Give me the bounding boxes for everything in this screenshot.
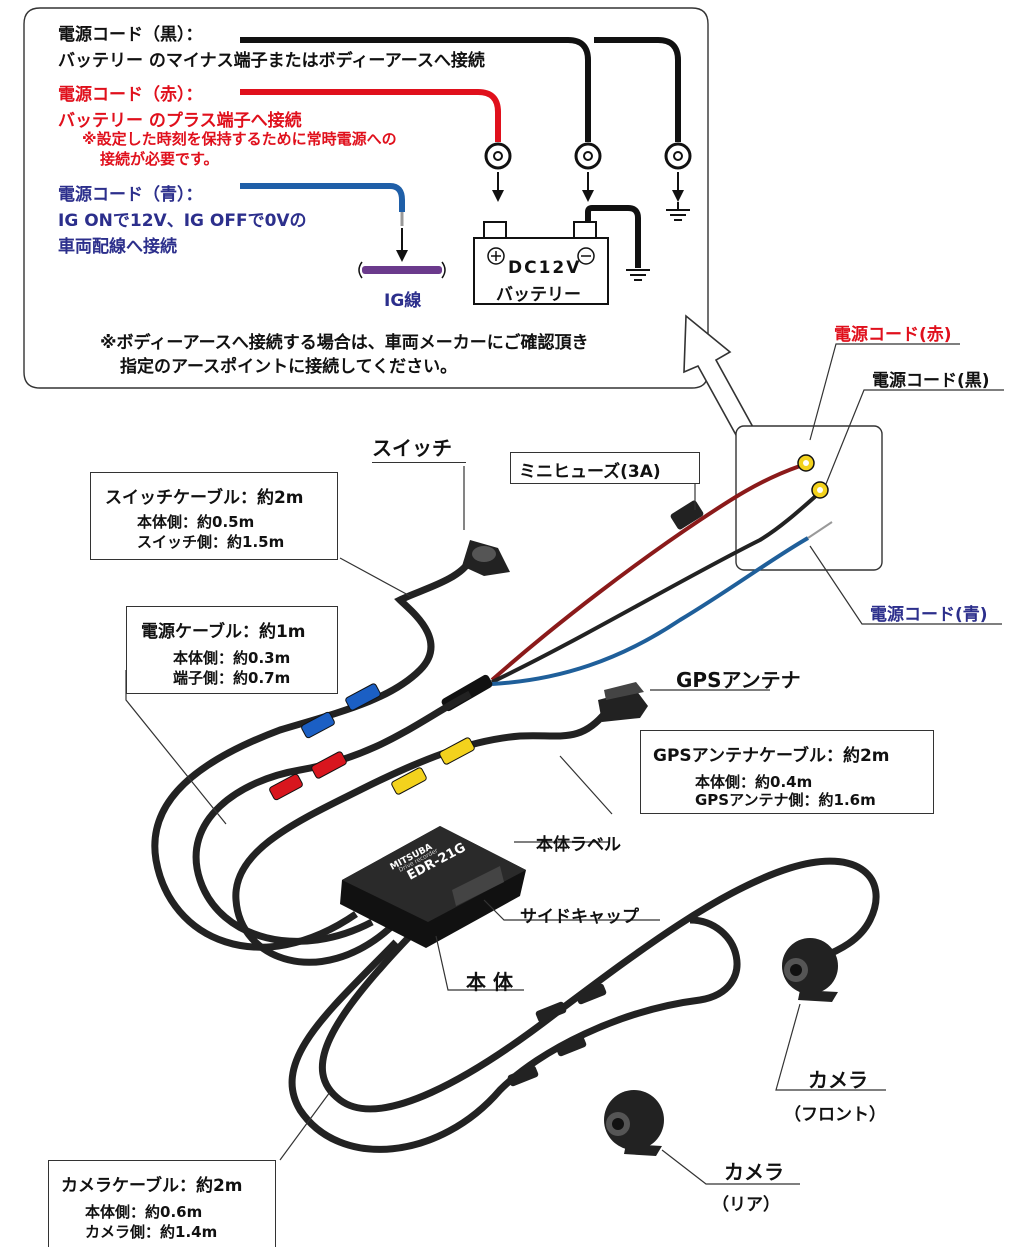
label-switch: スイッチ (372, 436, 452, 460)
label-camera-front: カメラ (808, 1068, 868, 1092)
battery-label: バッテリー (496, 285, 581, 305)
gps-cable-spec-box: GPSアンテナケーブル：約2m 本体側：約0.4m GPSアンテナ側：約1.6m (640, 730, 934, 814)
label-power-cord-blue: 電源コード(青) (870, 605, 988, 625)
connector-black-4 (507, 1065, 539, 1087)
connector-red-2 (311, 751, 347, 779)
ground-symbol-1 (666, 202, 690, 221)
gps-cable (232, 709, 609, 966)
leader-camera-cable (279, 1091, 331, 1161)
camera-front-device (782, 938, 838, 1002)
power-cable-line1: 本体側：約0.3m (173, 649, 291, 667)
power-cable (192, 690, 472, 945)
leader-blue (809, 545, 1002, 625)
connector-blue-1 (301, 711, 335, 739)
leader-black (825, 389, 1004, 485)
ring-terminal-red (484, 142, 512, 170)
wire-ring-black (811, 481, 829, 499)
switch-cable-spec-box: スイッチケーブル：約2m 本体側：約0.5m スイッチ側：約1.5m (90, 472, 338, 560)
camera-cable-line2: カメラ側：約1.4m (85, 1223, 218, 1241)
switch-device (462, 540, 510, 576)
camera-cable-line1: 本体側：約0.6m (85, 1203, 203, 1221)
black-cord-branch (594, 37, 681, 142)
black-cord-title: 電源コード（黒）： (58, 25, 203, 45)
label-main-unit: 本 体 (466, 970, 513, 994)
label-camera-front-sub: （フロント） (784, 1105, 886, 1125)
connector-yellow-1 (391, 767, 427, 795)
gps-cable-line2: GPSアンテナ側：約1.6m (695, 791, 876, 809)
label-camera-rear: カメラ (724, 1160, 784, 1184)
camera-cable-spec-box: カメラケーブル：約2m 本体側：約0.6m カメラ側：約1.4m (48, 1160, 276, 1247)
connector-yellow-2 (439, 737, 475, 765)
label-mini-fuse: ミニヒューズ(3A) (519, 462, 661, 482)
body-earth-note-2: 指定のアースポイントに接続してください。 (120, 357, 458, 377)
body-earth-note-1: ※ボディーアースへ接続する場合は、車両メーカーにご確認頂き (100, 333, 589, 353)
label-power-cord-black: 電源コード(黒) (872, 371, 990, 391)
leader-red (809, 343, 960, 441)
black-power-wire (491, 492, 820, 684)
ring-terminal-black-2 (664, 142, 692, 170)
red-power-wire (490, 464, 801, 682)
mini-fuse (670, 500, 704, 530)
camera-cable-title: カメラケーブル：約2m (61, 1176, 243, 1196)
switch-cable (151, 558, 474, 951)
terminal-zoom-box (735, 425, 883, 571)
wire-ring-red (797, 454, 815, 472)
connector-black-2 (535, 1001, 567, 1023)
leader-gps-cable (559, 755, 613, 815)
gps-antenna-device (598, 682, 648, 722)
label-gps-antenna: GPSアンテナ (676, 668, 801, 692)
camera-cable-front (319, 857, 880, 1113)
label-side-cap: サイドキャップ (520, 907, 639, 927)
leader-camera-rear (661, 1149, 800, 1185)
connector-black-3 (555, 1035, 587, 1057)
blue-cord-wire (240, 183, 405, 212)
red-cord-desc: バッテリー のプラス端子へ接続 (58, 111, 302, 131)
red-cord-title: 電源コード（赤）： (58, 85, 203, 105)
fuse-label-box: ミニヒューズ(3A) (510, 452, 700, 484)
leader-main-unit (435, 935, 524, 991)
ring-terminal-black (574, 142, 602, 170)
ig-wire (358, 261, 446, 279)
red-note-2: 接続が必要です。 (100, 150, 219, 168)
ground-symbol-2 (626, 269, 650, 281)
switch-cable-title: スイッチケーブル：約2m (105, 488, 304, 508)
main-unit-device: MITSUBA EDR-21G Drive recorder (340, 826, 526, 948)
blue-cord-title: 電源コード（青）： (58, 185, 203, 205)
label-body-label: 本体ラベル (536, 835, 621, 855)
power-cable-title: 電源ケーブル：約1m (141, 622, 306, 642)
power-cable-line2: 端子側：約0.7m (173, 669, 291, 687)
connector-black-1 (575, 983, 607, 1005)
black-cord-desc: バッテリー のマイナス端子またはボディーアースへ接続 (58, 51, 485, 71)
black-cord-wire (240, 37, 591, 142)
ig-wire-label: IG線 (384, 291, 422, 311)
battery-icon (473, 221, 609, 305)
red-cord-wire (240, 89, 501, 142)
gps-cable-line1: 本体側：約0.4m (695, 773, 813, 791)
camera-cable-rear (288, 916, 741, 1153)
leader-switch-cable (339, 557, 411, 597)
label-camera-rear-sub: （リア） (712, 1195, 780, 1215)
camera-rear-device (604, 1090, 664, 1156)
connector-red-1 (269, 773, 303, 801)
blue-cord-desc-1: IG ONで12V、IG OFFで0Vの (58, 211, 307, 231)
connector-blue-2 (345, 683, 381, 711)
power-cable-spec-box: 電源ケーブル：約1m 本体側：約0.3m 端子側：約0.7m (126, 606, 338, 694)
battery-voltage: DC12V (508, 258, 582, 278)
switch-cable-line2: スイッチ側：約1.5m (137, 533, 285, 551)
label-power-cord-red: 電源コード(赤) (834, 325, 952, 345)
red-note-1: ※設定した時刻を保持するために常時電源への (82, 130, 397, 148)
blue-power-wire (491, 536, 810, 686)
gps-cable-title: GPSアンテナケーブル：約2m (653, 746, 890, 766)
leader-side-cap (483, 899, 660, 921)
leader-camera-front (775, 1003, 886, 1091)
blue-cord-desc-2: 車両配線へ接続 (58, 237, 177, 257)
switch-cable-line1: 本体側：約0.5m (137, 513, 255, 531)
